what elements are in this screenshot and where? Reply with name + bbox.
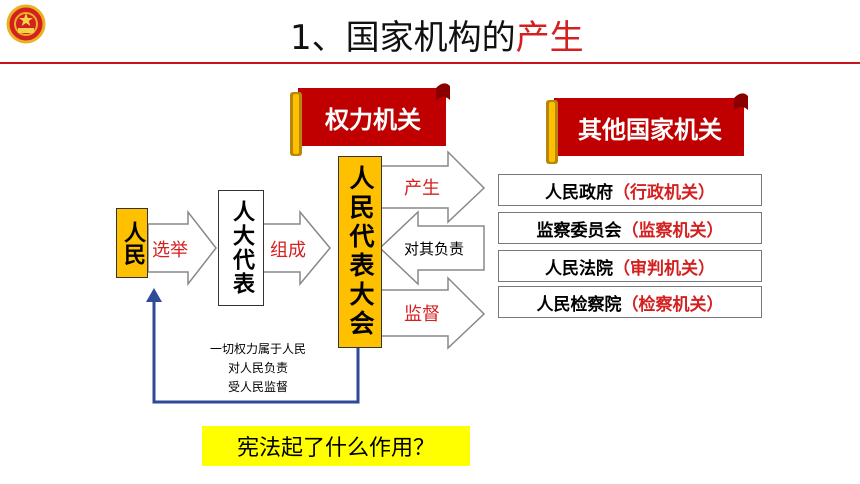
produce-label: 产生: [404, 178, 440, 199]
organ-name: 人民政府: [545, 182, 613, 203]
organ-category: （监察机关）: [621, 220, 724, 241]
feedback-loop-line: [152, 300, 360, 404]
note-line-2: 对人民负责: [227, 361, 288, 375]
note-line-1: 一切权力属于人民: [209, 342, 306, 356]
supervise-label: 监督: [404, 304, 440, 325]
produce-arrow: [379, 150, 486, 224]
organ-category: （审判机关）: [613, 258, 715, 279]
organ-name: 人民法院: [545, 258, 613, 279]
elect-label: 选举: [152, 240, 188, 261]
supervise-arrow: [379, 276, 486, 350]
other-organs-banner: [546, 93, 748, 164]
page-title: 1、国家机构的产生: [290, 10, 584, 59]
organ-court: 人民法院（审判机关）: [498, 250, 762, 282]
feedback-arrowhead: [146, 288, 162, 302]
organ-category: （行政机关）: [613, 182, 715, 203]
title-highlight: 产生: [515, 18, 584, 58]
power-organ-banner: [290, 83, 450, 156]
elect-arrow: [147, 209, 217, 287]
principle-note: 一切权力属于人民 对人民负责 受人民监督: [192, 340, 324, 397]
deputies-box: 人大代表: [218, 190, 264, 306]
organ-category: （检察机关）: [621, 294, 724, 315]
organ-procuratorate: 人民检察院（检察机关）: [498, 286, 762, 318]
organ-government: 人民政府（行政机关）: [498, 174, 762, 206]
note-line-3: 受人民监督: [227, 380, 288, 394]
other-organs-label: 其他国家机关: [578, 115, 722, 144]
organ-supervisory-commission: 监察委员会（监察机关）: [498, 212, 762, 244]
power-organ-label: 权力机关: [325, 105, 421, 134]
national-emblem-icon: [6, 4, 46, 44]
responsible-label: 对其负责: [404, 240, 465, 258]
compose-arrow: [261, 209, 331, 287]
congress-box: 人民代表大会: [338, 156, 382, 348]
title-divider: [0, 62, 860, 64]
question-box: 宪法起了什么作用？: [202, 426, 470, 466]
organ-name: 人民检察院: [536, 294, 622, 315]
organ-name: 监察委员会: [536, 220, 622, 241]
people-box: 人民: [116, 208, 148, 278]
title-prefix: 1、国家机构的: [290, 18, 516, 58]
compose-label: 组成: [270, 240, 306, 261]
responsible-arrow: [378, 210, 485, 286]
